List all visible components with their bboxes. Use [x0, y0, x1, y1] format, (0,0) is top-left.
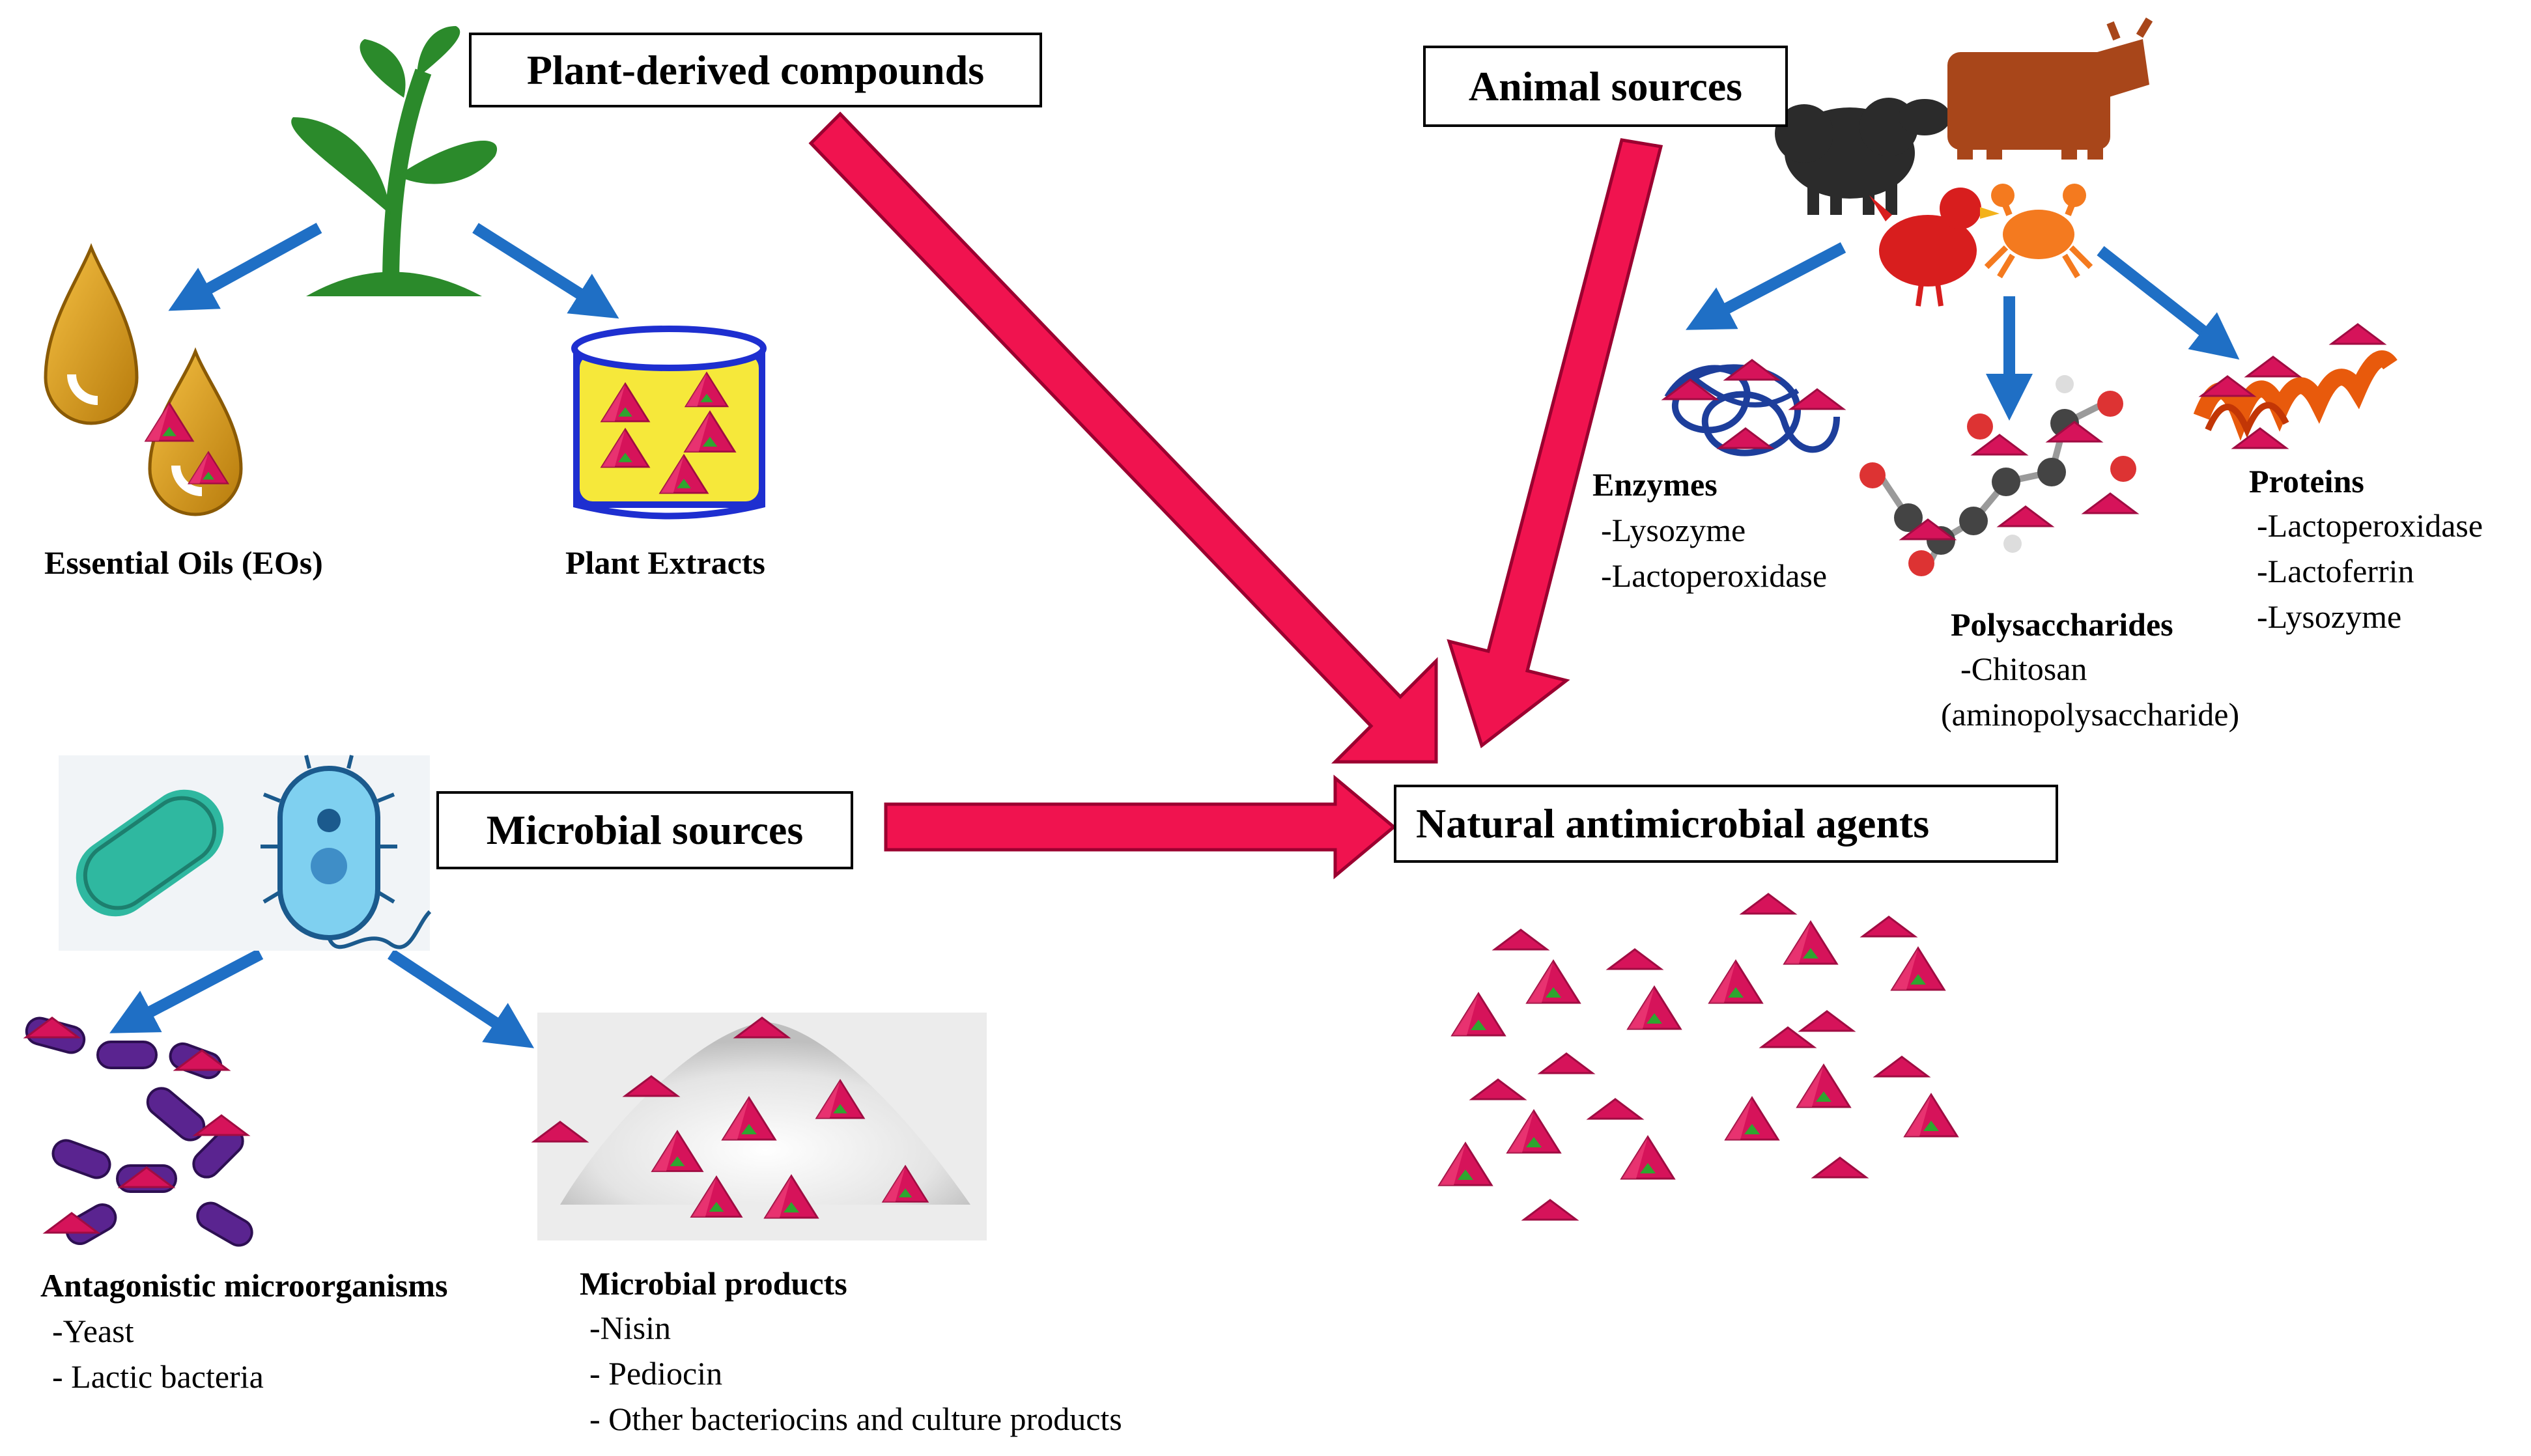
products-title: Microbial products	[580, 1265, 847, 1302]
polysaccharides-item-1: -Chitosan	[1960, 651, 2087, 687]
proteins-title: Proteins	[2249, 463, 2364, 499]
enzymes-item-2: -Lactoperoxidase	[1601, 557, 1828, 594]
bacteria-icon	[59, 755, 432, 951]
enzymes-title: Enzymes	[1592, 466, 1718, 503]
arrow-animal-to-natural	[1447, 138, 1663, 749]
arrow-to-extracts	[472, 223, 619, 319]
microbial-sources-box: Microbial sources	[436, 791, 853, 869]
arrow-to-eos	[168, 223, 322, 311]
arrow-microbial-to-natural	[884, 774, 1396, 880]
polysaccharide-icon	[1859, 375, 2138, 576]
cow-icon	[1947, 17, 2153, 160]
polysaccharides-title: Polysaccharides	[1951, 606, 2173, 643]
natural-agents-box: Natural antimicrobial agents	[1394, 785, 2058, 863]
protein-icon	[2193, 323, 2397, 449]
proteins-item-2: -Lactoferrin	[2257, 553, 2414, 589]
arrow-to-proteins	[2097, 245, 2240, 360]
beaker-icon	[571, 326, 767, 520]
arrow-to-antagonistic	[109, 949, 264, 1033]
antagonistic-title: Antagonistic microorganisms	[40, 1267, 448, 1304]
products-item-2: - Pediocin	[589, 1355, 723, 1392]
animal-sources-box: Animal sources	[1423, 46, 1788, 127]
proteins-item-3: -Lysozyme	[2257, 598, 2402, 635]
proteins-item-1: -Lactoperoxidase	[2257, 507, 2483, 544]
enzyme-icon	[1663, 359, 1845, 456]
plant-icon	[291, 26, 498, 296]
plant-derived-box: Plant-derived compounds	[469, 33, 1042, 107]
eos-label: Essential Oils (EOs)	[44, 544, 323, 581]
hen-icon	[1869, 188, 2000, 307]
antagonistic-item-1: -Yeast	[52, 1313, 134, 1349]
enzymes-item-1: -Lysozyme	[1601, 512, 1746, 548]
products-item-1: -Nisin	[589, 1309, 671, 1346]
sheep-icon	[1775, 98, 1951, 215]
arrow-plant-to-natural	[808, 111, 1438, 764]
oil-drops-icon	[44, 243, 243, 516]
antagonistic-item-2: - Lactic bacteria	[52, 1358, 264, 1395]
crab-icon	[1984, 184, 2093, 279]
polysaccharides-item-2: (aminopolysaccharide)	[1941, 696, 2240, 733]
agent-cluster	[1438, 893, 1958, 1221]
powder-icon	[533, 1013, 987, 1240]
microorganisms-icon	[25, 1016, 253, 1247]
arrow-to-enzymes	[1686, 242, 1846, 330]
blue-arrows	[109, 223, 2240, 1048]
arrow-to-products	[388, 949, 535, 1048]
products-item-3: - Other bacteriocins and culture product…	[589, 1401, 1122, 1437]
extracts-label: Plant Extracts	[565, 544, 765, 581]
